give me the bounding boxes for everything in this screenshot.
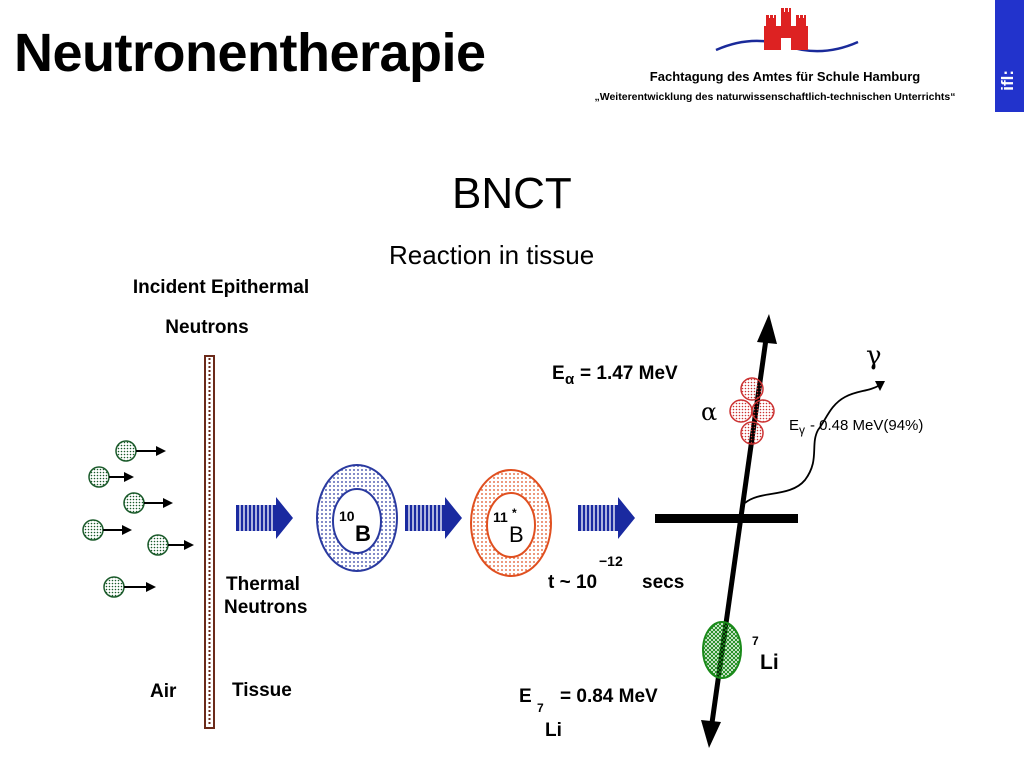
neutron-particle <box>123 492 173 514</box>
figure-title: BNCT <box>452 169 572 218</box>
time-label-unit: secs <box>642 572 684 593</box>
alpha-energy-subscript: α <box>565 371 575 388</box>
b11-symbol: B <box>509 522 524 547</box>
gamma-energy-E: E <box>789 417 799 434</box>
gamma-energy-value: - 0.48 MeV(94%) <box>810 417 923 434</box>
thermal-label-line1: Thermal <box>226 574 300 595</box>
time-label-base: t ~ 10 <box>548 572 597 593</box>
neutron-particle <box>82 519 132 541</box>
alpha-energy-value: = 1.47 MeV <box>580 363 678 384</box>
li7-symbol: Li <box>760 651 779 674</box>
particle-track <box>701 314 777 748</box>
ifl-logo-bar <box>995 0 1024 112</box>
thermal-neutron-arrow <box>236 497 293 539</box>
epithermal-neutron-group <box>82 440 194 598</box>
li-energy-sub-symbol: Li <box>545 720 562 741</box>
air-tissue-barrier <box>204 355 215 729</box>
time-label-exponent: −12 <box>599 553 623 569</box>
reaction-bar <box>655 514 798 523</box>
figure-subtitle: Reaction in tissue <box>389 240 595 270</box>
gamma-energy-subscript: γ <box>799 423 805 437</box>
li-energy-sub-mass: 7 <box>537 701 544 715</box>
li-energy-E: E <box>519 686 532 707</box>
thermal-label-line2: Neutrons <box>224 597 307 618</box>
boron-11-excited-nucleus: 11 * B <box>470 469 552 577</box>
neutron-particle <box>147 534 194 556</box>
conference-subtitle: „Weiterentwicklung des naturwissenschaft… <box>594 91 956 103</box>
hamburg-castle-logo <box>715 8 859 53</box>
li7-mass-number: 7 <box>752 634 759 648</box>
decay-arrow <box>578 497 635 539</box>
air-label: Air <box>150 681 177 702</box>
incident-label-line2: Neutrons <box>165 317 248 338</box>
alpha-particle <box>729 377 775 445</box>
castle-gate <box>781 38 791 50</box>
page-title: Neutronentherapie <box>14 23 486 83</box>
neutron-particle <box>88 466 134 488</box>
lithium-track-arrowhead <box>701 720 721 748</box>
gamma-symbol: γ <box>866 341 882 371</box>
boron-10-nucleus: 10 B <box>316 464 398 572</box>
capture-arrow <box>405 497 462 539</box>
neutron-particle <box>103 576 156 598</box>
li-energy-value: = 0.84 MeV <box>560 686 658 707</box>
b11-excited-star: * <box>512 506 517 520</box>
alpha-track-arrowhead <box>757 314 777 344</box>
b10-mass-number: 10 <box>339 508 355 524</box>
b10-symbol: B <box>355 521 371 546</box>
b11-mass-number: 11 <box>493 509 508 525</box>
lithium-7-nucleus <box>702 621 742 679</box>
tissue-label: Tissue <box>232 680 292 701</box>
incident-label-line1: Incident Epithermal <box>133 277 309 298</box>
conference-title: Fachtagung des Amtes für Schule Hamburg <box>649 69 921 84</box>
neutron-particle <box>115 440 166 462</box>
alpha-energy-E: E <box>552 363 565 384</box>
alpha-symbol: α <box>701 398 717 426</box>
gamma-ray <box>744 381 885 504</box>
